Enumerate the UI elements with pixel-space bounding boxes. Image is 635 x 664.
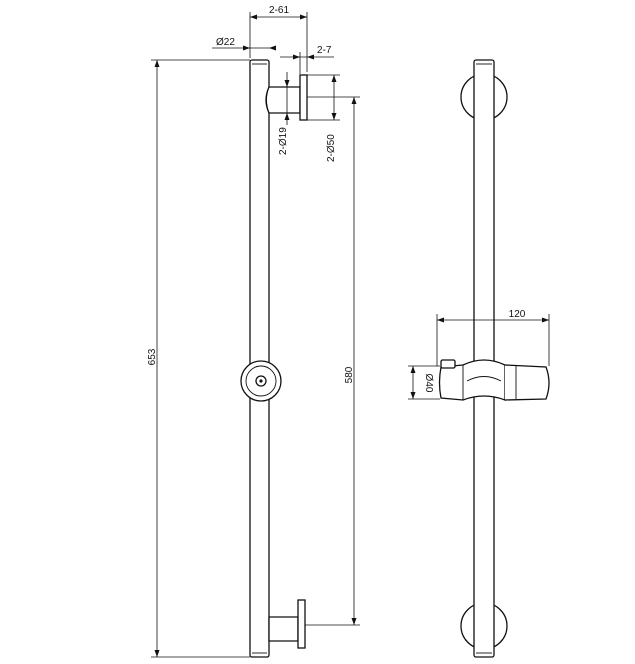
side-slider-knob (240, 360, 282, 402)
front-slider (438, 359, 550, 401)
hole-spacing-label: 580 (344, 366, 355, 383)
wall-projection-label: 2-61 (269, 5, 289, 16)
slider-width-label: 120 (509, 309, 526, 320)
flange-diameter-label: 2-Ø50 (326, 134, 337, 162)
side-top-bracket (265, 74, 308, 121)
side-bottom-flange (297, 599, 306, 649)
front-rail (473, 59, 495, 658)
rail-diameter-label: Ø22 (216, 37, 235, 48)
flange-thickness-label: 2-7 (317, 45, 332, 56)
slider-button (440, 359, 456, 369)
side-rail (249, 59, 270, 658)
slider-diameter-label: Ø40 (423, 374, 434, 393)
front-view (438, 59, 550, 658)
overall-length-label: 653 (147, 348, 158, 365)
side-view (240, 59, 308, 658)
side-bottom-bracket (268, 599, 306, 649)
arm-diameter-label: 2-Ø19 (278, 127, 289, 155)
side-dimensions: 653 580 2-61 Ø22 2-7 2-Ø19 (147, 5, 360, 658)
side-top-flange (299, 74, 308, 121)
front-dimensions: 120 Ø40 (408, 309, 550, 400)
